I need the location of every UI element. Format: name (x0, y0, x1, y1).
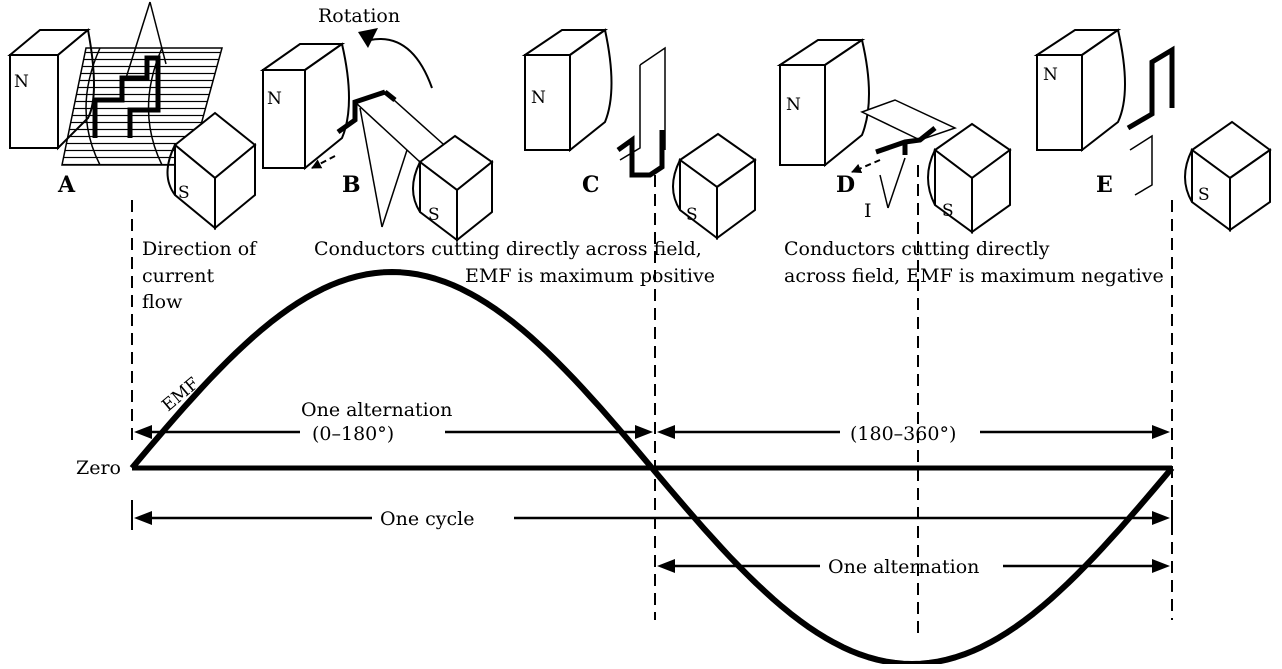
stage-e-s-label: S (1198, 185, 1210, 205)
alternation-3-label: One alternation (828, 556, 979, 578)
stage-d: N S I D (776, 38, 1012, 234)
stage-a-conductor-loop (92, 55, 161, 138)
one-cycle-label: One cycle (380, 508, 474, 530)
direction-label-line3: flow (142, 291, 183, 313)
stage-c-north-pole (521, 28, 613, 153)
stage-c-n-label: N (531, 88, 546, 108)
stage-a-south-pole (166, 111, 257, 231)
alternation-2-dimension: (180–360°) (657, 423, 1170, 445)
stage-a-letter: A (57, 172, 76, 198)
stage-b-n-label: N (267, 89, 282, 109)
stage-a-s-label: S (178, 183, 190, 203)
stage-b-s-label: S (428, 205, 440, 225)
alternation-1-range: (0–180°) (312, 423, 394, 445)
stage-c: N S C (521, 28, 757, 241)
alternation-3-dimension: One alternation (657, 556, 1170, 578)
stage-c-s-label: S (686, 205, 698, 225)
rotation-label: Rotation (318, 5, 400, 27)
stage-d-conductor-loop (860, 99, 958, 155)
stage-d-letter: D (836, 172, 855, 198)
one-cycle-dimension: One cycle (131, 500, 1173, 530)
stage-b: N S B (259, 28, 494, 243)
stage-d-s-label: S (942, 201, 954, 221)
alternation-1-label: One alternation (301, 399, 452, 421)
stage-d-south-pole (927, 122, 1012, 234)
guide-lines (131, 165, 1173, 640)
stage-e-n-label: N (1043, 65, 1058, 85)
conductors-positive-line1: Conductors cutting directly across field… (314, 238, 702, 260)
stage-a: N S A (7, 1, 257, 231)
rotation-arrow-head (358, 28, 378, 48)
conductors-negative-line2: across field, EMF is maximum negative (784, 265, 1164, 287)
rotation-arrow (369, 38, 433, 89)
current-i-label: I (864, 200, 872, 222)
conductors-negative-line1: Conductors cutting directly (784, 238, 1050, 260)
zero-label: Zero (76, 457, 121, 479)
stage-a-n-label: N (14, 72, 29, 92)
stage-c-letter: C (582, 172, 600, 198)
stage-b-north-pole (259, 42, 350, 171)
stage-c-south-pole (672, 132, 757, 241)
conductors-positive-line2: EMF is maximum positive (465, 265, 715, 287)
stage-e-letter: E (1096, 172, 1113, 198)
stage-e-conductor-loop (1126, 45, 1175, 196)
stage-e-north-pole (1033, 28, 1126, 153)
stage-c-conductor-loop (616, 46, 666, 178)
stage-d-n-label: N (786, 95, 801, 115)
alternation-1-dimension: One alternation (0–180°) (134, 399, 653, 445)
direction-label-line1: Direction of (142, 238, 258, 260)
direction-label-line2: current (142, 265, 215, 287)
stage-b-letter: B (342, 172, 361, 198)
stage-e-south-pole (1184, 120, 1272, 232)
stage-b-south-pole (412, 134, 494, 243)
alternation-2-range: (180–360°) (850, 423, 956, 445)
stage-d-north-pole (776, 38, 870, 168)
stage-e: N S E (1033, 28, 1272, 232)
